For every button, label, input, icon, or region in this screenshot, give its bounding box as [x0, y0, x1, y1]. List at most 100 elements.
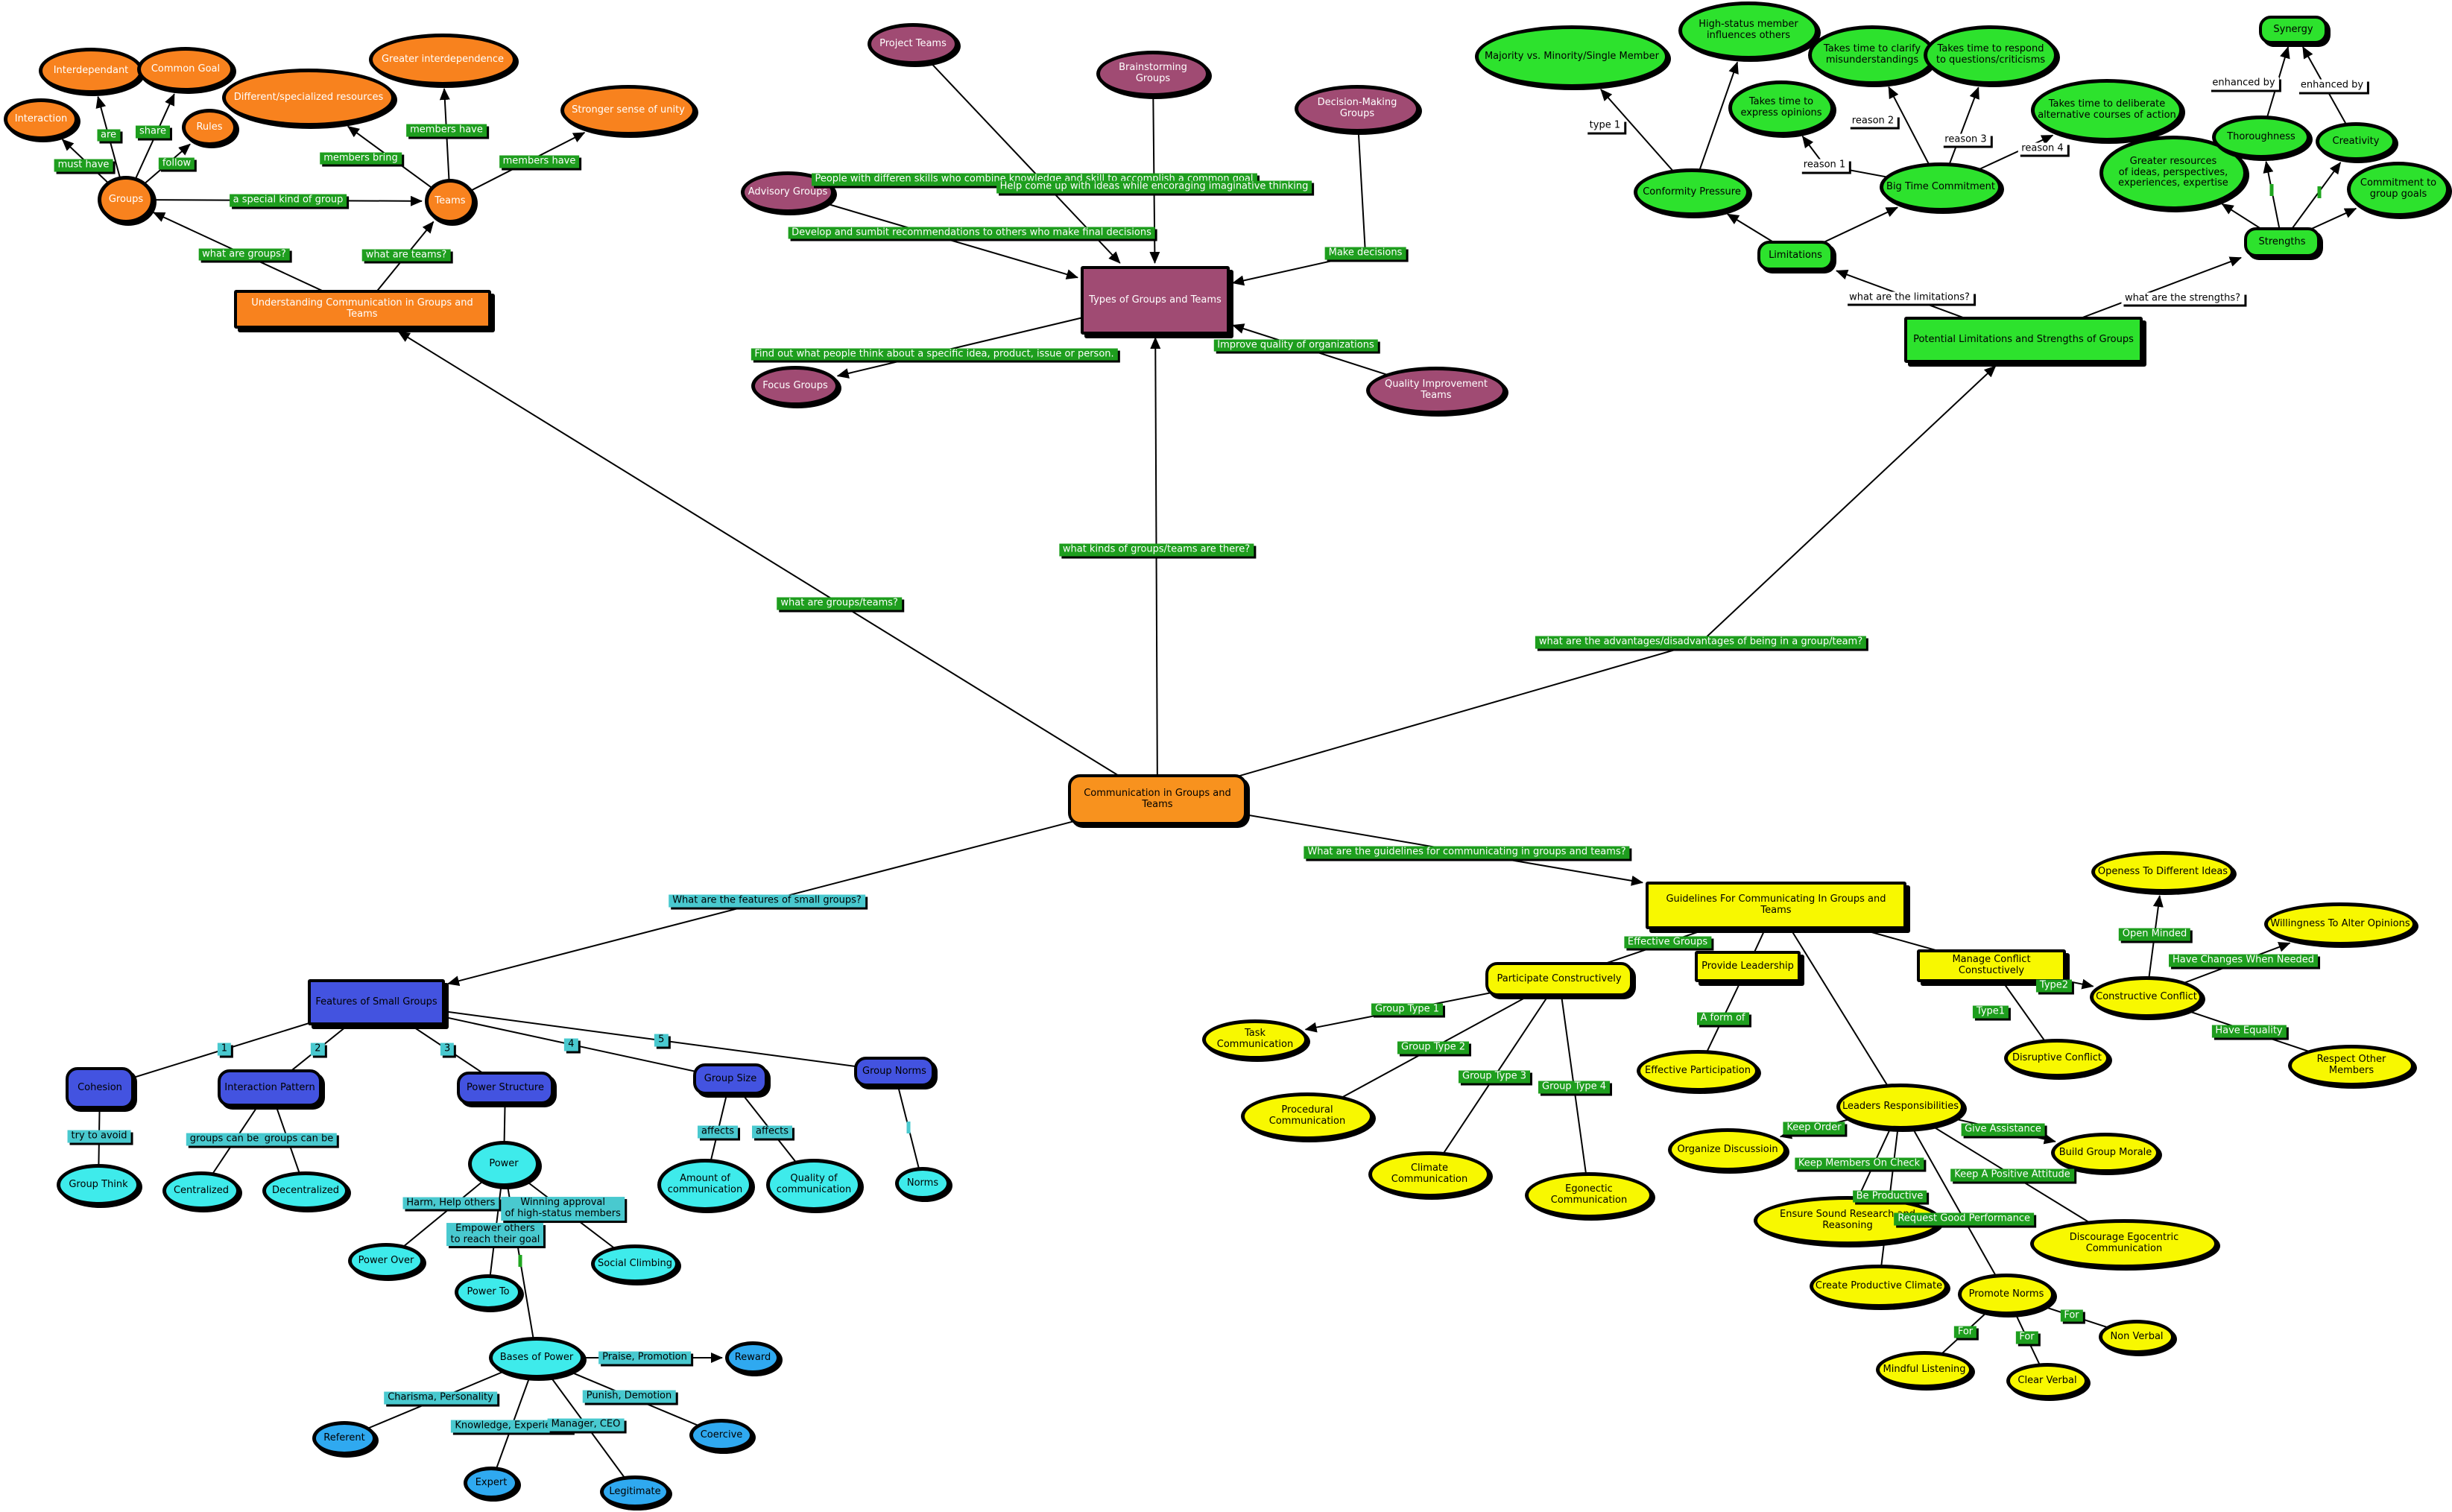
node-y19[interactable]: Openess To Different Ideas — [2091, 851, 2234, 893]
node-y15[interactable]: Discourage Egocentric Communication — [2030, 1219, 2218, 1268]
edge-label-b16-b17[interactable]: Praise, Promotion — [598, 1351, 691, 1364]
node-cc[interactable]: Communication in Groups and Teams — [1068, 774, 1247, 825]
node-b15[interactable]: Social Climbing — [591, 1244, 679, 1283]
node-o2[interactable]: Interdependant — [39, 48, 143, 94]
edge-label-b4-b10[interactable]: affects — [698, 1125, 738, 1139]
node-g0[interactable]: Potential Limitations and Strengths of G… — [1904, 317, 2143, 363]
node-g13[interactable]: Synergy — [2259, 16, 2328, 44]
node-y7[interactable]: Egonectic Communication — [1525, 1172, 1653, 1218]
edge-label-g9-g3[interactable]: reason 2 — [1848, 115, 1898, 127]
node-b2[interactable]: Interaction Pattern — [218, 1069, 322, 1107]
edge-label-b0-b5[interactable]: 5 — [654, 1034, 669, 1047]
edge-tick-b5-b12[interactable] — [906, 1122, 911, 1133]
node-b21[interactable]: Coercive — [689, 1419, 753, 1452]
node-b9[interactable]: Power — [468, 1141, 540, 1187]
node-y18[interactable]: Non Verbal — [2099, 1320, 2175, 1354]
node-y14[interactable]: Build Group Morale — [2051, 1133, 2160, 1173]
node-g9[interactable]: Big Time Commitment — [1880, 162, 2002, 212]
node-y1[interactable]: Participate Constructively — [1485, 962, 1633, 996]
edge-label-o8-o9[interactable]: a special kind of group — [229, 194, 347, 207]
edge-label-y3-y21[interactable]: Type2 — [2035, 979, 2073, 993]
edge-label-y9-y10[interactable]: Keep Order — [1783, 1122, 1845, 1135]
edge-label-p4-p0[interactable]: Develop and sumbit recommendations to ot… — [788, 227, 1155, 239]
edge-label-y9-y13[interactable]: Request Good Performance — [1894, 1212, 2035, 1226]
node-g11[interactable]: Creativity — [2316, 122, 2396, 161]
edge-label-y1-y6[interactable]: Group Type 3 — [1459, 1070, 1530, 1084]
edge-label-o9-o5[interactable]: members bring — [320, 152, 402, 165]
edge-tick-g15-g10[interactable] — [2269, 183, 2274, 196]
edge-label-o9-o6[interactable]: members have — [406, 124, 487, 137]
node-o3[interactable]: Common Goal — [137, 47, 234, 92]
edge-label-y21-y23[interactable]: Have Equality — [2211, 1025, 2287, 1038]
edge-label-cc-p0[interactable]: what kinds of groups/teams are there? — [1058, 543, 1254, 557]
edge-label-g0-g14[interactable]: what are the limitations? — [1845, 291, 1974, 304]
edge-label-b16-b20[interactable]: Manager, CEO — [547, 1418, 625, 1432]
node-b8[interactable]: Decentralized — [262, 1171, 349, 1210]
edge-label-g9-g5[interactable]: reason 1 — [1799, 159, 1850, 172]
node-y6[interactable]: Climate Communication — [1368, 1151, 1491, 1198]
node-y0[interactable]: Guidelines For Communicating In Groups a… — [1646, 882, 1906, 929]
node-y8[interactable]: Effective Participation — [1637, 1050, 1759, 1092]
edge-label-b9-b13[interactable]: Harm, Help others — [402, 1197, 499, 1209]
edge-label-y1-y5[interactable]: Group Type 2 — [1397, 1041, 1469, 1054]
node-y21[interactable]: Constructive Conflict — [2090, 976, 2203, 1018]
edge-label-y21-y19[interactable]: Open Minded — [2118, 928, 2191, 941]
edge-label-cc-b0[interactable]: What are the features of small groups? — [669, 894, 865, 908]
node-b10[interactable]: Amount of communication — [657, 1159, 753, 1211]
edge-label-cc-g0[interactable]: what are the advantages/disadvantages of… — [1535, 636, 1867, 649]
edge-label-b1-b6[interactable]: try to avoid — [67, 1130, 131, 1143]
edge-label-g10-g13[interactable]: enhanced by — [2208, 77, 2279, 90]
node-o9[interactable]: Teams — [425, 179, 475, 224]
node-y5[interactable]: Procedural Communication — [1241, 1092, 1374, 1140]
edge-label-g9-g4[interactable]: reason 3 — [1941, 133, 1991, 146]
edge-label-b16-b18[interactable]: Charisma, Personality — [384, 1391, 497, 1405]
node-g6[interactable]: Takes time to deliberate alternative cou… — [2031, 79, 2183, 142]
edge-label-cc-y0[interactable]: What are the guidelines for communicatin… — [1304, 846, 1630, 859]
node-y13[interactable]: Promote Norms — [1958, 1274, 2055, 1315]
edge-label-o8-o2[interactable]: are — [96, 129, 121, 142]
edge-label-u1-o8[interactable]: what are groups? — [198, 248, 290, 261]
edge-label-y9-y11[interactable]: Keep Members On Check — [1794, 1157, 1924, 1170]
edge-label-b0-b2[interactable]: 2 — [311, 1043, 325, 1056]
edge-tick-b9-b16[interactable] — [518, 1255, 522, 1267]
node-y22[interactable]: Disruptive Conflict — [2004, 1039, 2110, 1078]
edge-label-y13-y17[interactable]: For — [2015, 1331, 2038, 1344]
edge-label-p1-p0[interactable]: People with differen skills who combine … — [811, 173, 1257, 186]
edge-label-g9-g6[interactable]: reason 4 — [2017, 142, 2067, 155]
node-y12[interactable]: Create Productive Climate — [1810, 1265, 1948, 1308]
edge-label-y1-y7[interactable]: Group Type 4 — [1538, 1081, 1610, 1094]
node-y10[interactable]: Organize Discussioin — [1668, 1128, 1787, 1171]
edge-label-y13-y18[interactable]: For — [2060, 1309, 2083, 1322]
node-b14[interactable]: Power To — [455, 1274, 522, 1310]
node-p0[interactable]: Types of Groups and Teams — [1081, 266, 1230, 335]
edge-label-b2-b8[interactable]: groups can be — [260, 1133, 338, 1146]
edge-label-b2-b7[interactable]: groups can be — [186, 1133, 263, 1146]
edge-label-b0-b4[interactable]: 4 — [564, 1038, 578, 1051]
node-y9[interactable]: Leaders Responsibilities — [1836, 1084, 1965, 1130]
edge-label-b16-b21[interactable]: Punish, Demotion — [582, 1390, 676, 1403]
edge-label-y9-y12[interactable]: Be Productive — [1852, 1190, 1927, 1203]
edge-label-p0-p5[interactable]: Find out what people think about a speci… — [751, 348, 1118, 361]
edge-label-b9-b15[interactable]: Winning approval of high-status members — [501, 1197, 625, 1221]
node-b20[interactable]: Legitimate — [600, 1475, 670, 1508]
node-g15[interactable]: Strengths — [2244, 227, 2320, 257]
edge-label-p3-p0[interactable]: Make decisions — [1324, 247, 1406, 260]
node-g3[interactable]: Takes time to clarify misunderstandings — [1808, 25, 1936, 85]
node-u1[interactable]: Understanding Communication in Groups an… — [233, 290, 491, 329]
node-b18[interactable]: Referent — [312, 1421, 376, 1455]
edge-label-g0-g15[interactable]: what are the strengths? — [2120, 292, 2245, 305]
edge-label-b0-b3[interactable]: 3 — [440, 1043, 455, 1056]
edge-label-o8-o3[interactable]: share — [135, 125, 171, 139]
node-y2[interactable]: Provide Leadership — [1695, 951, 1801, 982]
node-p6[interactable]: Quality Improvement Teams — [1366, 367, 1506, 414]
node-y23[interactable]: Respect Other Members — [2288, 1045, 2415, 1086]
node-b11[interactable]: Quality of communication — [766, 1159, 862, 1211]
node-g1[interactable]: Majority vs. Minority/Single Member — [1475, 25, 1669, 88]
node-b5[interactable]: Group Norms — [854, 1057, 935, 1086]
node-b17[interactable]: Reward — [725, 1341, 780, 1374]
node-g8[interactable]: Conformity Pressure — [1634, 168, 1750, 216]
node-g4[interactable]: Takes time to respond to questions/criti… — [1924, 25, 2058, 85]
edge-label-p2-p0[interactable]: Help come up with ideas while encoraging… — [996, 180, 1312, 194]
edge-label-y21-y20[interactable]: Have Changes When Needed — [2169, 954, 2318, 967]
node-b4[interactable]: Group Size — [693, 1063, 768, 1095]
